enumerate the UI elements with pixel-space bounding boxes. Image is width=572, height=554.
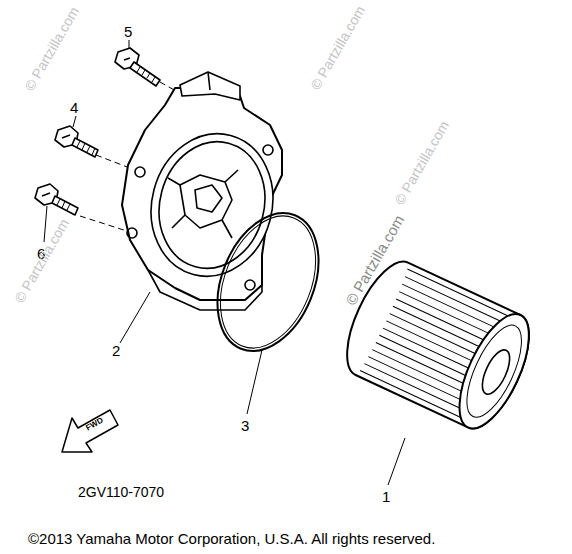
filter-pleat <box>407 269 508 316</box>
filter-pleat <box>393 306 479 346</box>
filter-pleat <box>372 350 461 392</box>
watermark: © Partzilla.com <box>392 118 451 207</box>
filter-pleat <box>390 314 475 354</box>
filter-pleat <box>379 335 465 375</box>
filter-pleat <box>402 284 494 327</box>
filter-pleat <box>396 299 483 340</box>
callout-number: 3 <box>241 418 249 433</box>
watermark: © Partzilla.com <box>12 216 71 305</box>
bolt-6 <box>35 184 78 215</box>
filter-cover <box>122 72 289 310</box>
filter-pleat <box>368 357 460 400</box>
callout-number: 2 <box>112 343 120 358</box>
filter-pleat <box>399 292 488 334</box>
callout-number: 1 <box>382 489 390 504</box>
filter-pleat <box>386 321 471 361</box>
filter-pleat <box>360 370 461 417</box>
watermark: © Partzilla.com <box>22 4 81 93</box>
bolt-4 <box>55 126 98 157</box>
watermark: © Partzilla.com <box>308 3 367 92</box>
copyright-note: ©2013 Yamaha Motor Corporation, U.S.A. A… <box>28 531 435 546</box>
fwd-arrow <box>62 410 118 452</box>
callout-number: 4 <box>70 100 78 115</box>
callout-number: 5 <box>124 24 132 39</box>
part-code: 2GV110-7070 <box>78 485 164 499</box>
filter-pleat <box>405 277 500 321</box>
leader-lines <box>44 40 405 485</box>
bolt-5 <box>115 48 160 86</box>
filter-pleat <box>364 364 459 408</box>
filter-pleat <box>383 328 468 368</box>
filter-pleat <box>376 342 463 383</box>
o-ring <box>198 198 337 366</box>
